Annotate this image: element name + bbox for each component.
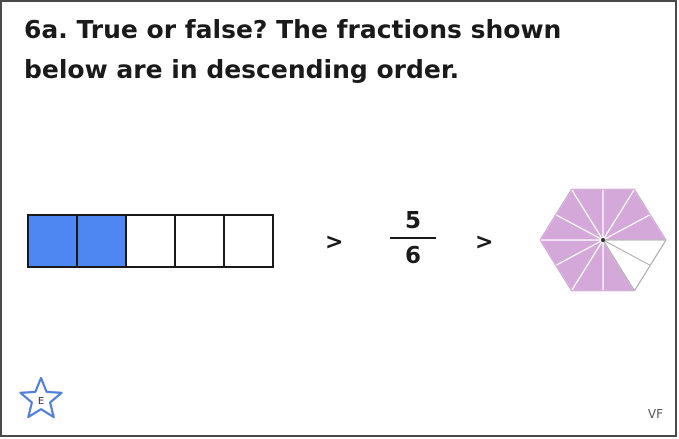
bar-part-empty	[125, 214, 176, 268]
hexagon-divider	[602, 239, 651, 266]
hexagon-model	[538, 188, 668, 292]
question-line-2: below are in descending order.	[24, 55, 460, 84]
hexagon-center-dot	[601, 238, 605, 242]
bar-part-empty	[174, 214, 225, 268]
fraction-denominator: 6	[404, 243, 421, 269]
question-text: 6a. True or false? The fractions shown b…	[24, 10, 644, 90]
fraction-numerator: 5	[404, 208, 421, 234]
greater-than-symbol-2: >	[475, 230, 494, 255]
bar-part-empty	[223, 214, 274, 268]
fraction: 5 6	[390, 206, 436, 271]
question-line-1: 6a. True or false? The fractions shown	[24, 15, 562, 44]
bar-part-shaded	[27, 214, 78, 268]
hexagon-empty-edge	[634, 239, 667, 292]
greater-than-symbol-1: >	[325, 230, 344, 255]
fraction-bar	[390, 237, 436, 239]
bar-part-shaded	[76, 214, 127, 268]
hexagon-divider	[602, 239, 635, 292]
bar-model	[27, 214, 274, 268]
star-icon: E	[19, 376, 63, 419]
badge-letter: E	[38, 396, 44, 407]
footer-code: VF	[647, 407, 663, 421]
